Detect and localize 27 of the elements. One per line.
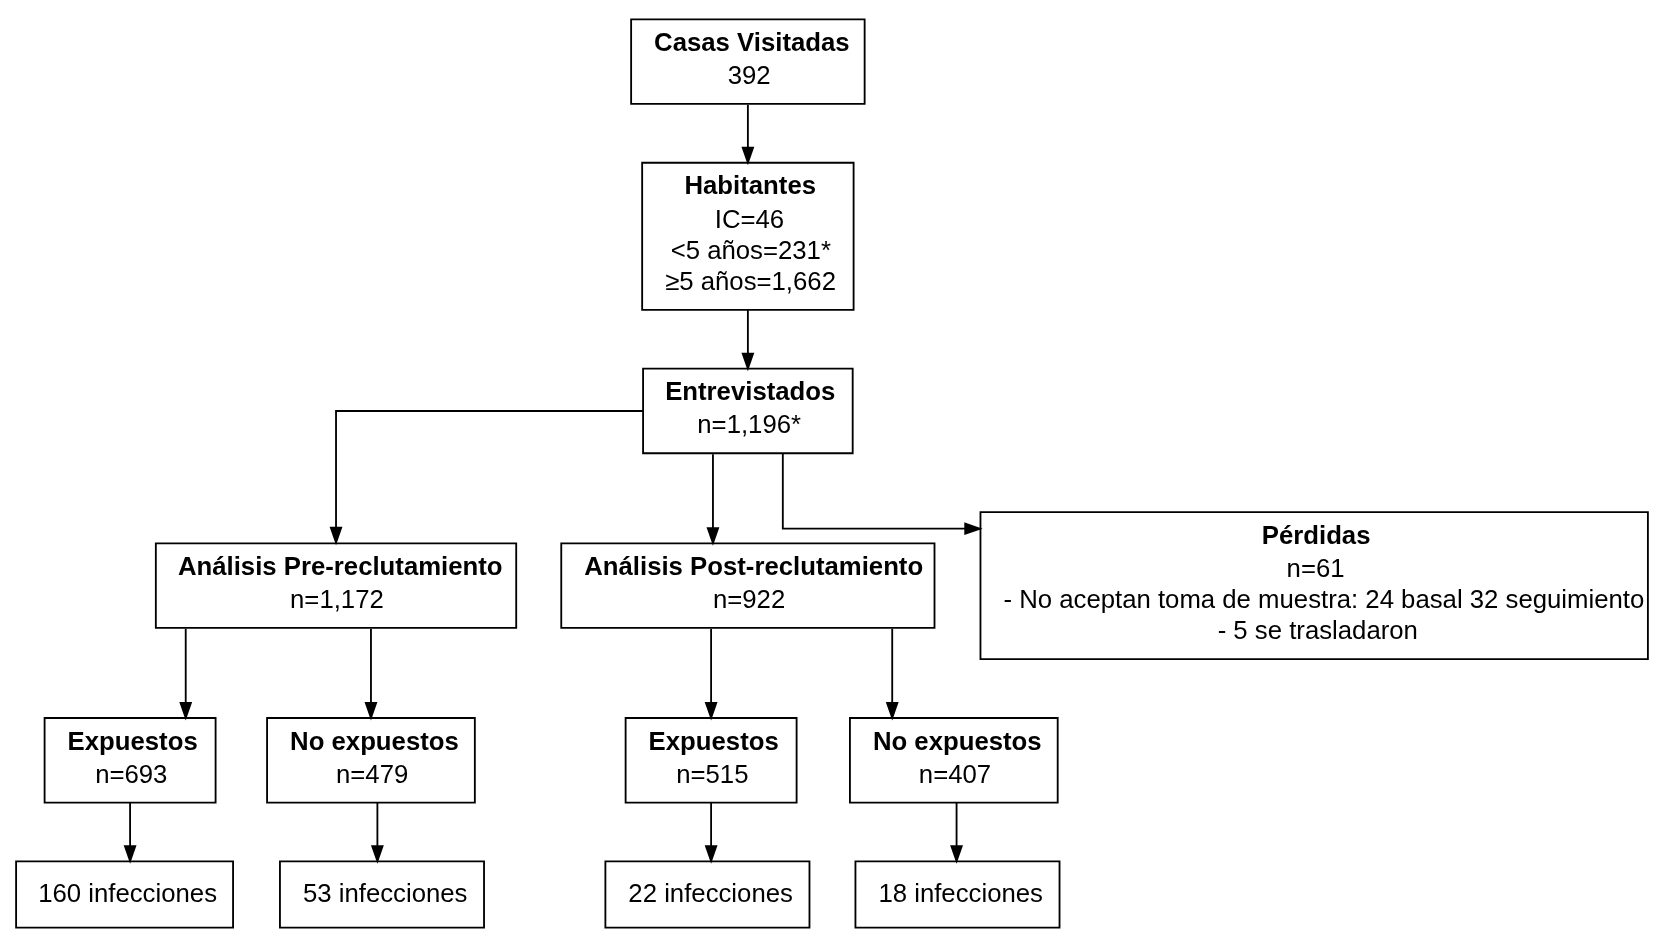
node-box: Expuestos n=693: [43, 717, 217, 804]
arrow: [329, 410, 644, 546]
node-box: 53 infecciones: [279, 860, 485, 929]
arrow: [741, 308, 755, 372]
node-box: No expuestos n=479: [266, 717, 476, 804]
node-box: No expuestos n=407: [849, 717, 1059, 804]
arrow: [704, 627, 718, 721]
arrow: [179, 627, 193, 721]
arrow: [704, 801, 718, 864]
node-box: Pérdidas n=61 - No aceptan toma de muestra: 24 basal 32 seguimiento - 5 se trasladaron: [979, 511, 1649, 661]
arrow: [123, 801, 137, 864]
arrow: [370, 801, 384, 864]
node-box: Casas Visitadas 392: [630, 18, 866, 105]
arrow: [885, 627, 899, 721]
arrow: [741, 103, 755, 166]
arrow: [950, 801, 963, 864]
arrow: [706, 453, 720, 546]
node-box: Habitantes IC=46 <5 años=231* ≥5 años=1,662: [641, 161, 855, 311]
node-box: Análisis Post-reclutamiento n=922: [560, 542, 936, 629]
node-box: Expuestos n=515: [624, 717, 798, 804]
node-box: Entrevistados n=1,196*: [642, 367, 854, 455]
node-box: 22 infecciones: [604, 860, 811, 929]
node-box: 160 infecciones: [15, 860, 234, 929]
node-box: Análisis Pre-reclutamiento n=1,172: [154, 542, 518, 629]
node-box: 18 infecciones: [854, 860, 1061, 929]
arrow: [781, 452, 983, 536]
arrow: [364, 627, 378, 721]
